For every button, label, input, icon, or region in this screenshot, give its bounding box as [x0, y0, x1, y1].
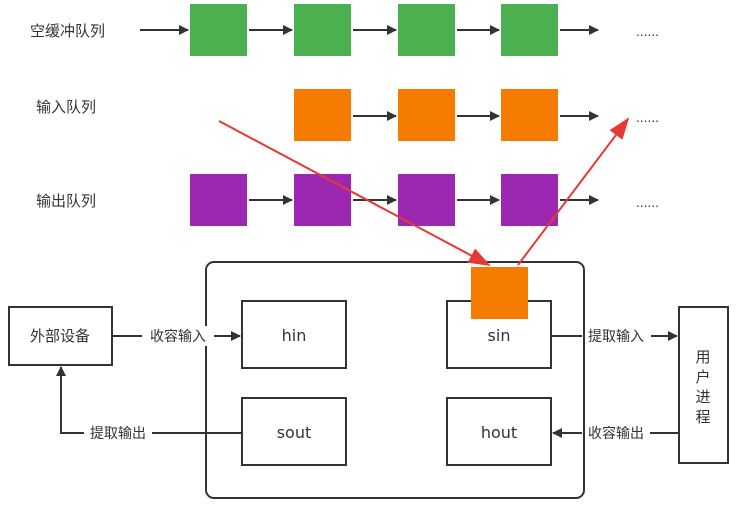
user-process: 用 户 进 程: [678, 306, 729, 464]
flow-collect-input: 收容输入: [112, 326, 241, 346]
flow-extract-input: 提取输入: [551, 329, 678, 345]
queue-block-input-1: [294, 89, 351, 141]
flow-extract-output-line-b: [56, 366, 84, 434]
highlight-arrow-return-empty: [517, 117, 630, 266]
flow-collect-output: 收容输出: [552, 425, 679, 442]
external-device-label: 外部设备: [30, 327, 90, 345]
queue-block-input-2: [398, 89, 455, 141]
buffer-hin: hin: [241, 300, 347, 369]
queue-ellipsis-empty: ......: [636, 25, 659, 39]
queue-block-empty-3: [398, 4, 455, 56]
queue-label-input: 输入队列: [36, 98, 96, 116]
buffer-hout: hout: [446, 397, 552, 466]
queue-block-output-4: [501, 174, 558, 226]
queue-block-empty-1: [190, 4, 247, 56]
user-process-box: [678, 306, 729, 464]
flow-collect-input-label: 收容输入: [150, 328, 206, 345]
moving-input-block: [471, 267, 528, 319]
buffer-sout: sout: [241, 397, 347, 466]
buffer-sout-label: sout: [277, 423, 312, 442]
external-device-box: [8, 306, 113, 366]
queue-block-output-1: [190, 174, 247, 226]
queue-row-empty: 空缓冲队列 ......: [30, 4, 659, 56]
flow-label-bg: [143, 326, 213, 346]
flow-extract-output-label: 提取输出: [90, 426, 146, 442]
queue-row-output: 输出队列 ......: [36, 174, 659, 226]
queue-label-empty: 空缓冲队列: [30, 22, 105, 40]
buffer-hin-box: [241, 300, 347, 369]
queue-block-output-3: [398, 174, 455, 226]
spooling-system-frame: [205, 261, 585, 499]
user-process-char-4: 程: [695, 408, 710, 426]
buffer-hout-box: [446, 397, 552, 466]
queue-block-input-3: [501, 89, 558, 141]
flow-collect-output-label: 收容输出: [588, 425, 644, 442]
highlight-arrow-take-input: [218, 120, 491, 266]
queue-block-output-2: [294, 174, 351, 226]
queue-block-empty-4: [501, 4, 558, 56]
flow-extract-input-label: 提取输入: [588, 329, 644, 345]
queue-ellipsis-output: ......: [636, 196, 659, 210]
buffer-sout-box: [241, 397, 347, 466]
user-process-char-3: 进: [695, 388, 710, 406]
user-process-char-2: 户: [695, 368, 710, 386]
user-process-char-1: 用: [695, 348, 710, 366]
external-device: 外部设备: [8, 306, 113, 366]
queue-block-empty-2: [294, 4, 351, 56]
queue-label-output: 输出队列: [36, 192, 96, 210]
queue-ellipsis-input: ......: [636, 111, 659, 125]
buffer-hout-label: hout: [481, 423, 517, 442]
queue-row-input: 输入队列 ......: [36, 89, 659, 141]
buffer-hin-label: hin: [282, 326, 307, 345]
buffer-sin-label: sin: [488, 326, 511, 345]
flow-extract-output: 提取输出: [56, 366, 242, 442]
